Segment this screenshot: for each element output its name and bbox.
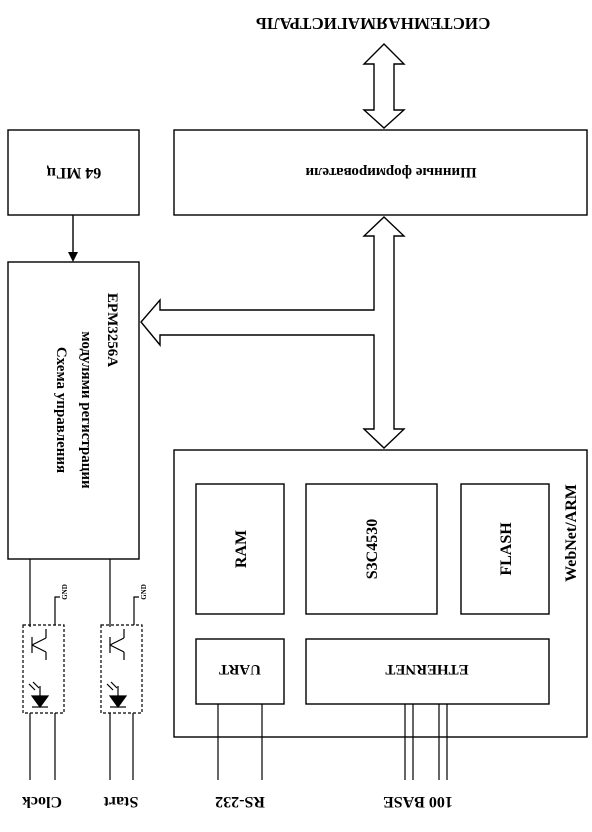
- bus-drivers-label: Шинные формирователи: [305, 164, 476, 180]
- ram-box: [195, 483, 285, 615]
- ethernet-box: [305, 638, 550, 705]
- ram-label: RAM: [233, 530, 250, 568]
- gnd-label-clock: GND: [61, 584, 69, 600]
- flash-label: FLASH: [498, 522, 515, 576]
- control-line2: модулями регистрации: [78, 331, 94, 489]
- bus-arrow-main: [140, 216, 406, 449]
- cpu-box: [305, 483, 438, 615]
- port-start: Start: [103, 793, 138, 810]
- bus-arrow-top: [362, 43, 406, 129]
- port-clock: Clock: [22, 793, 62, 810]
- optocoupler-start: [100, 624, 143, 780]
- cpu-label: S3C4530: [364, 519, 381, 579]
- ethernet-label: ETHERNET: [385, 661, 468, 677]
- control-line3: EPM3256A: [104, 293, 120, 367]
- webnet-title: WebNet/ARM: [563, 484, 580, 582]
- oscillator-label: 64 МГц: [47, 164, 102, 181]
- clock-arrow-head: [68, 252, 78, 262]
- uart-label: UART: [219, 661, 261, 677]
- gnd-label-start: GND: [140, 584, 148, 600]
- flash-box: [460, 483, 550, 615]
- control-box: [7, 261, 140, 560]
- webnet-box: [173, 449, 588, 738]
- bus-title: СИСТЕМНАЯМАГИСТРАЛЬ: [256, 14, 491, 33]
- uart-box: [195, 638, 285, 705]
- control-line1: Схема управления: [53, 347, 69, 473]
- port-100base: 100 BASE: [383, 793, 453, 810]
- bus-drivers-box: [173, 129, 588, 216]
- optocoupler-clock: [22, 624, 65, 780]
- port-rs232: RS-232: [215, 793, 265, 810]
